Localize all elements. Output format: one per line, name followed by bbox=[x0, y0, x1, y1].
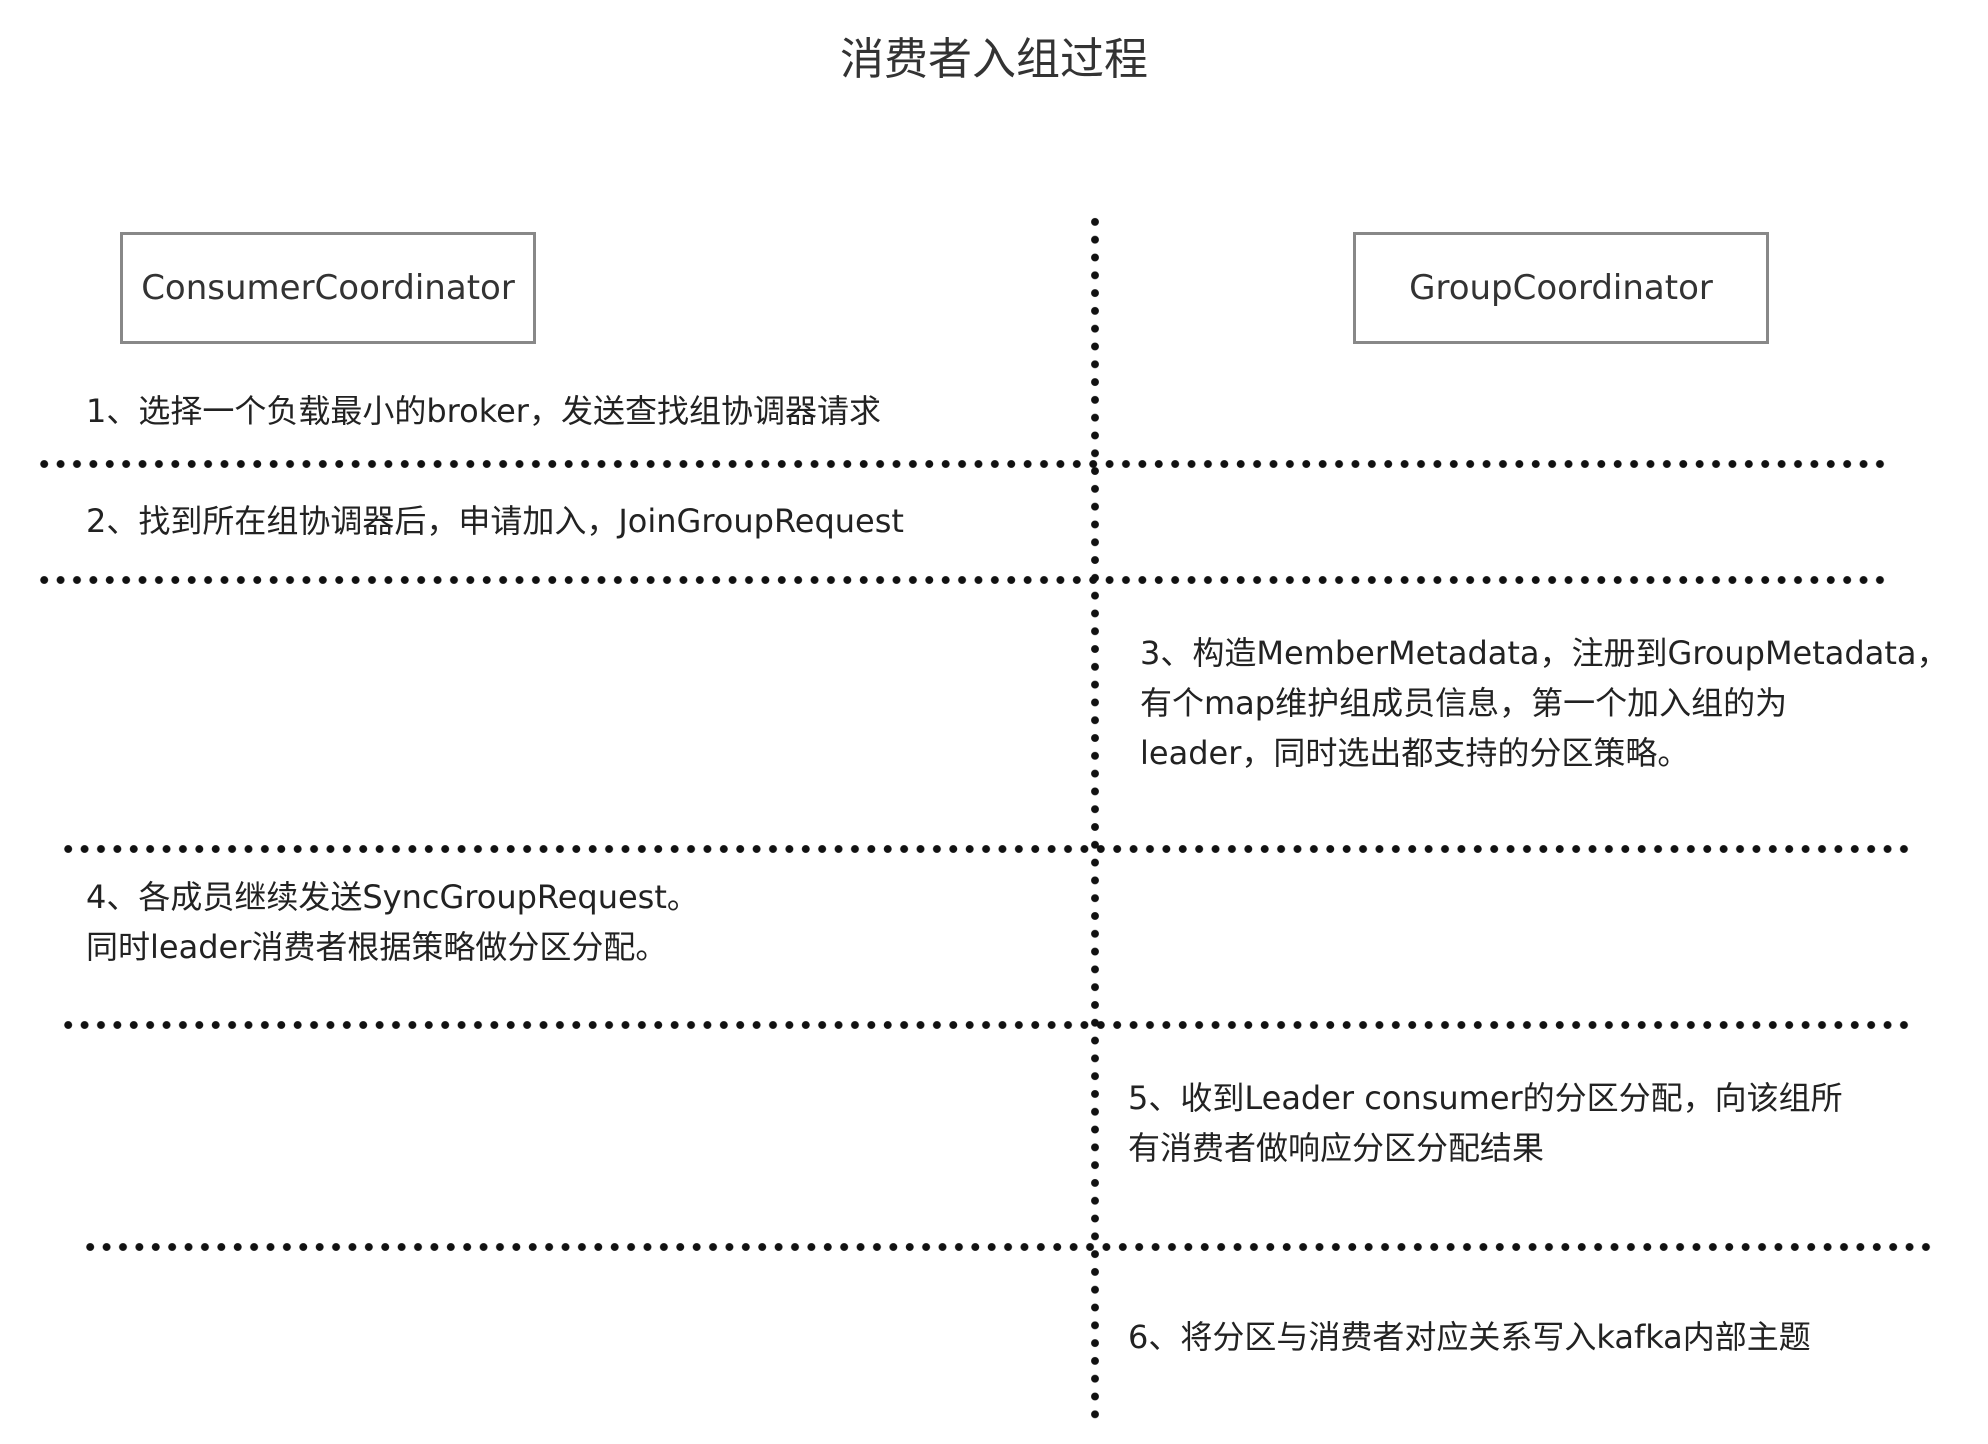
step-4-line-2: 同时leader消费者根据策略做分区分配。 bbox=[86, 928, 668, 966]
step-1-text: 1、选择一个负载最小的broker，发送查找组协调器请求 bbox=[86, 386, 881, 436]
consumer-coordinator-box: ConsumerCoordinator bbox=[120, 232, 536, 344]
step-3-text: 3、构造MemberMetadata，注册到GroupMetadata， 有个m… bbox=[1140, 628, 1948, 778]
step-6-text: 6、将分区与消费者对应关系写入kafka内部主题 bbox=[1128, 1312, 1811, 1362]
step-divider-3 bbox=[60, 843, 1910, 855]
step-3-line-3: leader，同时选出都支持的分区策略。 bbox=[1140, 734, 1690, 772]
step-2-line-1: 2、找到所在组协调器后，申请加入，JoinGroupRequest bbox=[86, 502, 904, 540]
group-coordinator-label: GroupCoordinator bbox=[1409, 268, 1713, 308]
vertical-lane-divider bbox=[1089, 213, 1101, 1421]
step-5-line-1: 5、收到Leader consumer的分区分配，向该组所 bbox=[1128, 1079, 1843, 1117]
step-divider-4 bbox=[60, 1019, 1910, 1031]
step-4-line-1: 4、各成员继续发送SyncGroupRequest。 bbox=[86, 878, 699, 916]
diagram-title: 消费者入组过程 bbox=[840, 34, 1148, 85]
step-3-line-2: 有个map维护组成员信息，第一个加入组的为 bbox=[1140, 684, 1788, 722]
step-1-line-1: 1、选择一个负载最小的broker，发送查找组协调器请求 bbox=[86, 392, 881, 430]
step-divider-5 bbox=[82, 1241, 1932, 1253]
group-coordinator-box: GroupCoordinator bbox=[1353, 232, 1769, 344]
step-5-text: 5、收到Leader consumer的分区分配，向该组所 有消费者做响应分区分… bbox=[1128, 1073, 1843, 1173]
consumer-coordinator-label: ConsumerCoordinator bbox=[141, 268, 515, 308]
step-6-line-1: 6、将分区与消费者对应关系写入kafka内部主题 bbox=[1128, 1318, 1811, 1356]
step-divider-1 bbox=[36, 458, 1886, 470]
step-5-line-2: 有消费者做响应分区分配结果 bbox=[1128, 1129, 1545, 1167]
step-3-line-1: 3、构造MemberMetadata，注册到GroupMetadata， bbox=[1140, 634, 1949, 672]
step-4-text: 4、各成员继续发送SyncGroupRequest。 同时leader消费者根据… bbox=[86, 872, 699, 972]
step-2-text: 2、找到所在组协调器后，申请加入，JoinGroupRequest bbox=[86, 496, 904, 546]
step-divider-2 bbox=[36, 574, 1886, 586]
